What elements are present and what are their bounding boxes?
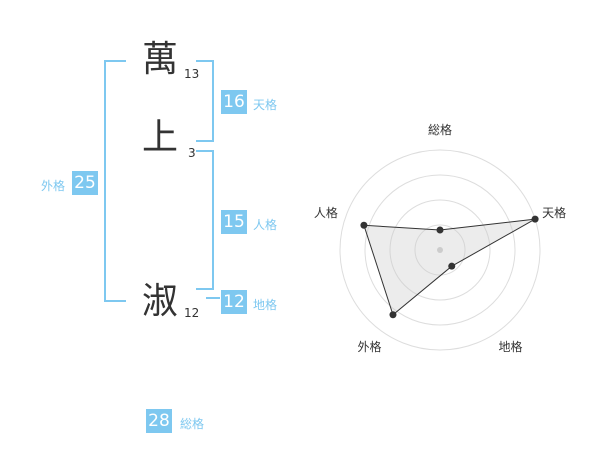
radar-label-3: 地格 (499, 339, 523, 354)
heaven-bracket (196, 60, 214, 142)
chikaku-label: 地格 (253, 298, 278, 312)
radar-point-1 (436, 226, 444, 234)
radar-ring (339, 149, 541, 351)
person-bracket (196, 150, 214, 290)
radar-label-2: 天格 (542, 205, 566, 220)
earth-connector (206, 297, 220, 299)
radar-point-5 (360, 221, 368, 229)
radar-ring (364, 174, 516, 326)
radar-label-5: 人格 (314, 205, 338, 220)
radar-label-1: 総格 (428, 122, 452, 137)
radar-point-2 (531, 215, 539, 223)
radar-label-4: 外格 (357, 339, 381, 354)
radar-point-4 (389, 311, 397, 319)
radar-center (437, 247, 443, 253)
soukaku-label: 総格 (180, 417, 205, 431)
radar-ring (389, 199, 491, 301)
tenkaku-value: 16 (221, 90, 247, 114)
jinkaku-label: 人格 (253, 218, 278, 232)
radar-points (360, 215, 539, 319)
radar-point-3 (448, 262, 456, 270)
stroke-count-3: 12 (184, 306, 200, 320)
name-char-3: 淑 (142, 281, 179, 322)
name-char-1: 萬 (142, 39, 179, 80)
gaikaku-label: 外格 (41, 179, 66, 193)
stroke-count-2: 3 (188, 146, 196, 160)
tenkaku-label: 天格 (253, 98, 278, 112)
gaikaku-value: 25 (72, 171, 98, 195)
radar-ring (414, 224, 466, 276)
name-char-2: 上 (142, 117, 179, 158)
soukaku-value: 28 (146, 409, 172, 433)
outer-bracket (104, 60, 126, 302)
radar-rings (339, 149, 541, 351)
chikaku-value: 12 (221, 290, 247, 314)
stroke-count-1: 13 (184, 67, 200, 81)
jinkaku-value: 15 (221, 210, 247, 234)
